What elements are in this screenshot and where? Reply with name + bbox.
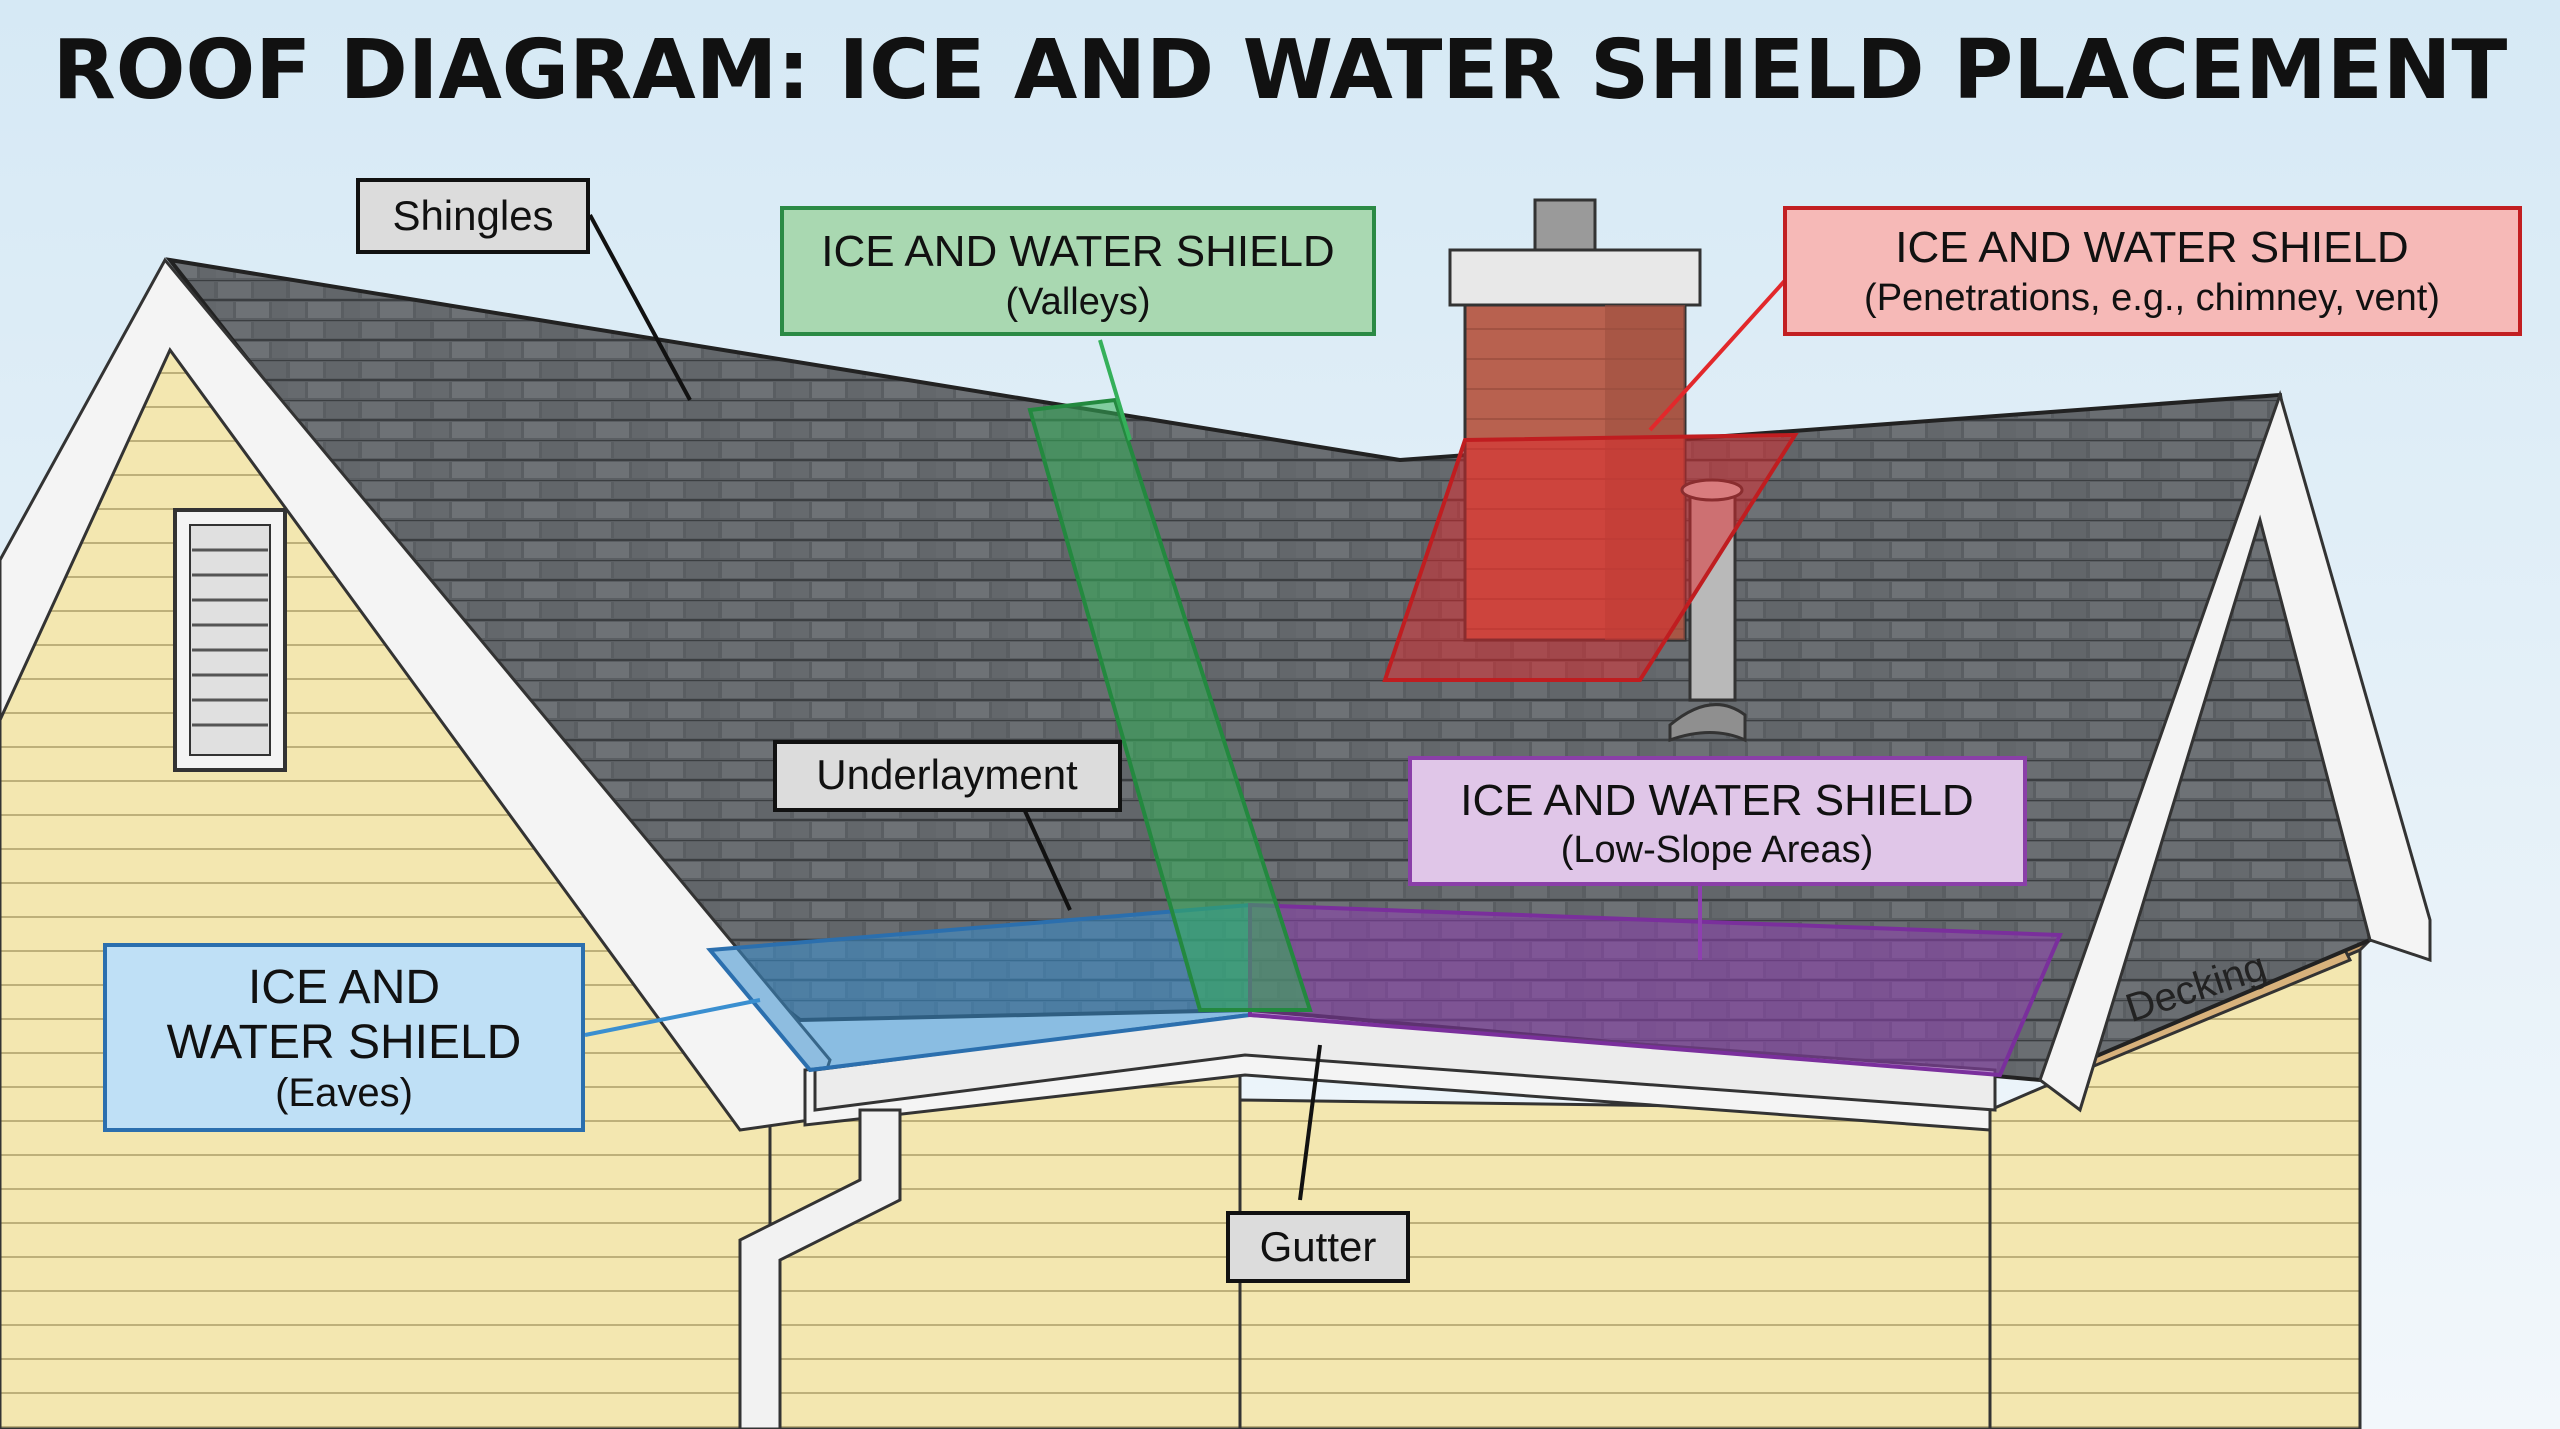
shingles-label: Shingles	[356, 178, 590, 254]
eaves-callout-sub: (Eaves)	[275, 1071, 413, 1115]
gutter-label-text: Gutter	[1260, 1223, 1377, 1270]
penetrations-callout-sub: (Penetrations, e.g., chimney, vent)	[1864, 277, 2440, 319]
penetration-shield-overlay	[1382, 432, 1799, 682]
valleys-callout: ICE AND WATER SHIELD (Valleys)	[780, 206, 1376, 336]
valley-shield-overlay	[1027, 397, 1313, 1012]
gable-vent	[173, 508, 287, 772]
penetrations-callout: ICE AND WATER SHIELD (Penetrations, e.g.…	[1783, 206, 2522, 336]
page-title: ROOF DIAGRAM: ICE AND WATER SHIELD PLACE…	[53, 23, 2508, 118]
valleys-callout-heading: ICE AND WATER SHIELD	[821, 227, 1334, 276]
underlayment-label: Underlayment	[773, 740, 1122, 812]
low-slope-callout: ICE AND WATER SHIELD (Low-Slope Areas)	[1408, 756, 2027, 886]
shingles-label-text: Shingles	[392, 192, 553, 239]
gutter-label: Gutter	[1226, 1211, 1410, 1283]
low-slope-callout-heading: ICE AND WATER SHIELD	[1460, 776, 1973, 825]
eaves-callout: ICE AND WATER SHIELD (Eaves)	[103, 943, 585, 1132]
eaves-callout-line2: WATER SHIELD	[167, 1016, 522, 1069]
low-slope-callout-sub: (Low-Slope Areas)	[1561, 829, 1874, 871]
underlayment-label-text: Underlayment	[816, 751, 1078, 798]
eaves-callout-line1: ICE AND	[248, 961, 440, 1014]
right-gable-trim	[2038, 390, 2432, 1113]
left-gable-trim	[0, 257, 832, 1132]
leader-lines	[584, 214, 1792, 1201]
valleys-callout-sub: (Valleys)	[1006, 281, 1151, 323]
penetrations-callout-heading: ICE AND WATER SHIELD	[1895, 223, 2408, 272]
downspout	[738, 1108, 902, 1429]
